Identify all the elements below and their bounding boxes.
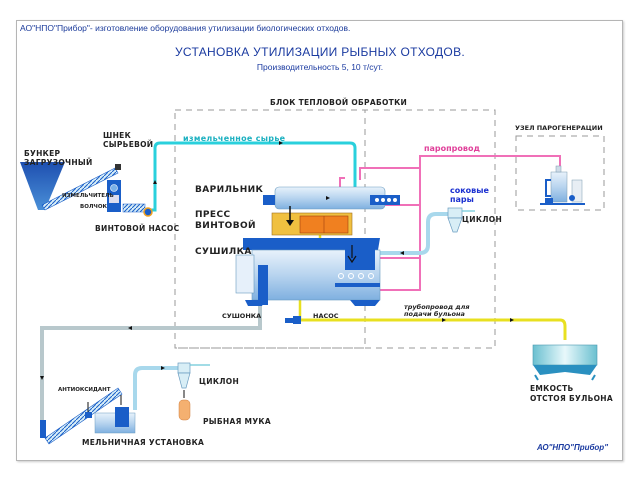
steam-pipe: [375, 155, 561, 291]
broth-pump-icon: [285, 316, 301, 324]
raw-material-pipe: [150, 141, 357, 212]
pump-label: НАСОС: [313, 312, 339, 320]
flow-arrow-up: [153, 180, 157, 184]
page-title: УСТАНОВКА УТИЛИЗАЦИИ РЫБНЫХ ОТХОДОВ.: [174, 45, 466, 59]
dryer-label: СУШИЛКА: [195, 247, 252, 257]
fish-meal-bag-icon: [178, 399, 191, 421]
hopper-label-1: БУНКЕР: [24, 149, 61, 158]
page-subtitle: Производительность 5, 10 т/сут.: [256, 62, 384, 72]
vapor-label-2: пары: [450, 195, 474, 204]
thermal-block-label: БЛОК ТЕПЛОВОЙ ОБРАБОТКИ: [270, 98, 408, 107]
raw-flow-label: измельченное сырье: [183, 134, 286, 143]
cooker-press-dryer-unit: [235, 186, 400, 306]
vapor-pipe: [380, 212, 450, 255]
fish-meal-label: РЫБНАЯ МУКА: [203, 417, 271, 426]
tank-label-1: ЕМКОСТЬ: [530, 384, 574, 393]
screw-pump-icon: [143, 207, 153, 217]
press-label-2: ВИНТОВОЙ: [195, 221, 256, 231]
mill-label: МЕЛЬНИЧНАЯ УСТАНОВКА: [82, 438, 205, 447]
broth-tank-icon: [532, 344, 598, 381]
auger-label-2: СЫРЬЕВОЙ: [103, 140, 154, 149]
cyclone-lower-icon: [177, 362, 210, 398]
cyclone-lower-label: ЦИКЛОН: [199, 377, 240, 386]
steam-generator-icon: [540, 165, 585, 205]
company-note: АО"НПО"Прибор"- изготовление оборудовани…: [20, 23, 351, 33]
steam-block-label: УЗЕЛ ПАРОГЕНЕРАЦИИ: [515, 124, 603, 132]
cyclone-upper-icon: [447, 207, 475, 233]
tank-label-2: ОТСТОЯ БУЛЬОНА: [530, 394, 613, 403]
vapor-label-1: соковые: [450, 186, 489, 195]
dried-label: СУШОНКА: [222, 312, 262, 320]
press-label-1: ПРЕСС: [195, 210, 231, 220]
steam-block-boundary: [515, 135, 605, 211]
cyclone-upper-label: ЦИКЛОН: [462, 215, 503, 224]
hopper-label-2: ЗАГРУЗОЧНЫЙ: [24, 158, 93, 167]
footer-brand: АО"НПО"Прибор": [537, 443, 608, 452]
mincer-label: ВОЛЧОК: [80, 204, 108, 210]
antioxidant-label: АНТИОКСИДАНТ: [58, 387, 111, 393]
meal-pipe: [133, 366, 180, 410]
mill-screw-conveyor: [44, 387, 123, 445]
broth-pipe: [300, 318, 567, 340]
flow-arrow-right: [279, 141, 283, 145]
broth-flow-label-2: подачи бульона: [404, 310, 465, 318]
auger-label-1: ШНЕК: [103, 131, 131, 140]
auger-icon: [41, 167, 119, 211]
hopper-icon: [20, 162, 65, 210]
screw-pump-label: ВИНТОВОЙ НАСОС: [95, 224, 180, 233]
broth-flow-label-1: трубопровод для: [404, 303, 470, 311]
screw-pump-conveyor: [122, 203, 146, 213]
cooker-label: ВАРИЛЬНИК: [195, 185, 264, 195]
steam-flow-label: паропровод: [424, 144, 480, 153]
grinder-label: ИЗМЕЛЬЧИТЕЛЬ: [62, 193, 114, 199]
mill-icon: [40, 387, 136, 445]
